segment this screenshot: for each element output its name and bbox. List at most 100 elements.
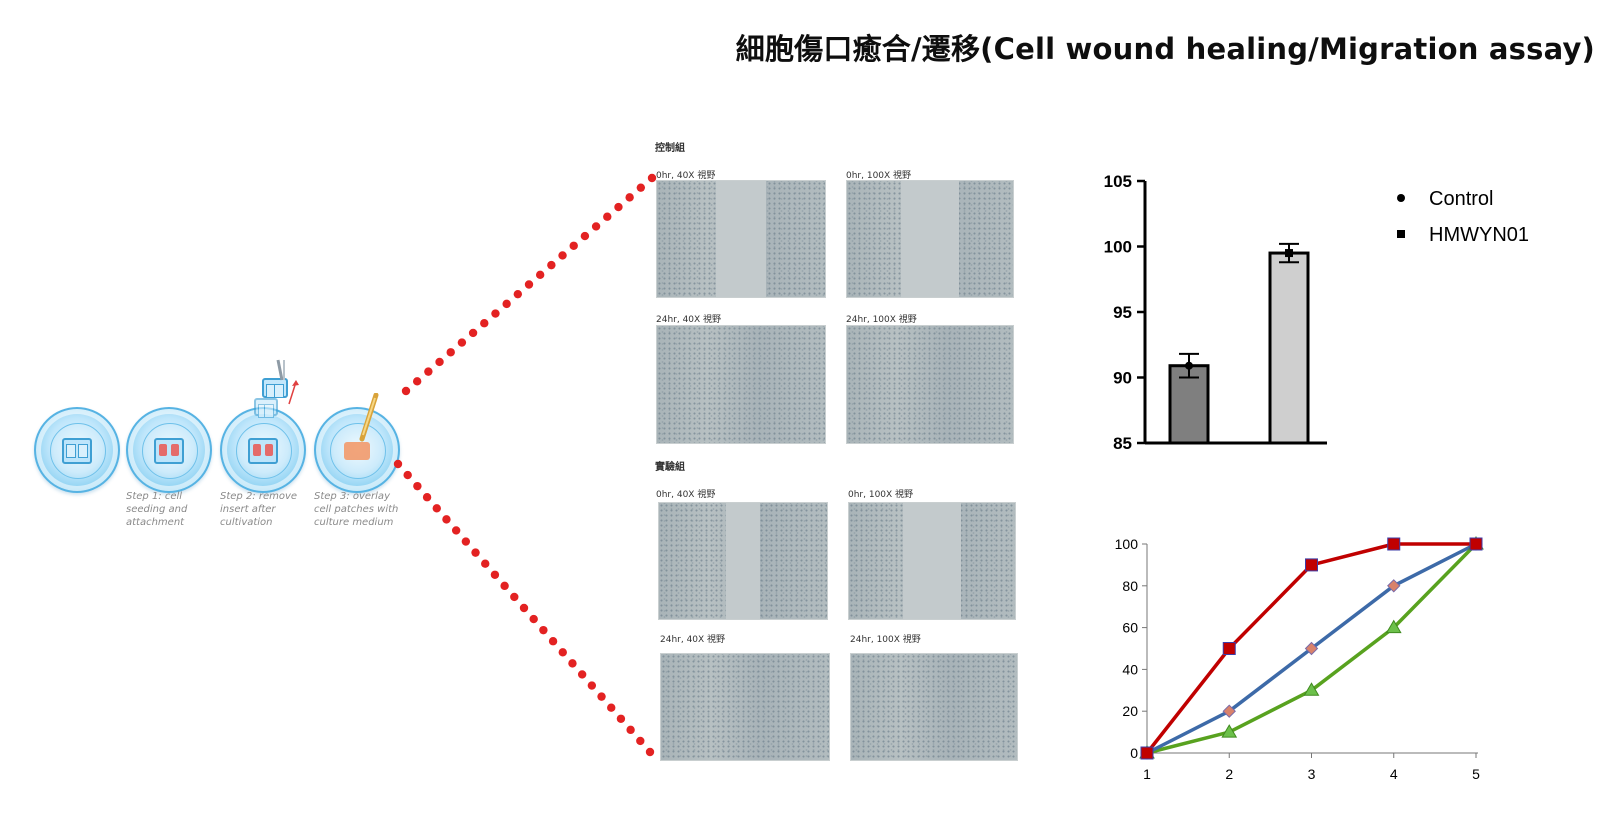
y-tick-label: 20 xyxy=(1122,703,1138,719)
tweezers-icon xyxy=(276,359,299,405)
pipette-icon xyxy=(359,393,379,442)
data-point xyxy=(1387,537,1401,551)
cell-patch xyxy=(344,442,370,460)
bar xyxy=(1268,251,1310,445)
culture-insert-seeded xyxy=(248,438,278,464)
micrograph-experiment-0hr-40x xyxy=(658,502,828,620)
image-label: 24hr, 40X 視野 xyxy=(660,635,726,645)
connector-dot xyxy=(432,504,441,513)
y-tick-label: 105 xyxy=(1104,172,1132,191)
data-point xyxy=(1469,537,1483,551)
wound-gap xyxy=(902,503,962,619)
connector-dot xyxy=(616,714,626,723)
connector-dot xyxy=(500,581,509,591)
x-tick-label: 4 xyxy=(1390,766,1398,782)
data-point xyxy=(1222,704,1236,718)
cell-texture xyxy=(847,326,1013,443)
connector-dot xyxy=(558,251,567,260)
y-tick-label: 80 xyxy=(1122,578,1138,594)
connector-dot xyxy=(481,559,490,568)
cell-texture xyxy=(851,654,1017,760)
legend-label: Control xyxy=(1429,188,1493,210)
step-caption: Step 2: remove insert after cultivation xyxy=(220,491,298,528)
wound-gap xyxy=(715,181,767,297)
connector-dot xyxy=(607,703,616,712)
data-point xyxy=(1304,641,1319,656)
connector-dot xyxy=(558,648,567,657)
connector-dot xyxy=(435,357,444,367)
image-label: 24hr, 100X 視野 xyxy=(850,635,921,645)
cell-texture xyxy=(661,654,829,760)
y-tick-label: 40 xyxy=(1122,661,1138,677)
data-point xyxy=(1305,558,1318,572)
data-point xyxy=(1385,619,1402,634)
connector-dot xyxy=(548,637,558,646)
culture-dish-2 xyxy=(220,407,306,493)
lifted-insert-ghost xyxy=(254,398,278,418)
legend-marker xyxy=(1397,230,1405,238)
connector-dot xyxy=(614,202,623,212)
connector-dot xyxy=(491,309,500,318)
connector-dot xyxy=(403,470,412,480)
connector-dot xyxy=(587,681,597,690)
step-caption: Step 3: overlay cell patches with cultur… xyxy=(314,491,399,528)
cell-texture xyxy=(657,326,825,443)
culture-insert xyxy=(62,438,92,464)
legend-label: HMWYN01 xyxy=(1429,224,1529,246)
x-tick-label: 2 xyxy=(1225,766,1233,782)
connector-dot xyxy=(446,348,455,357)
culture-insert-seeded xyxy=(154,438,184,464)
connector-dot xyxy=(529,614,538,624)
micrograph-experiment-24hr-100x xyxy=(850,653,1018,761)
connector-dot xyxy=(457,338,467,347)
experiment-group-label: 實驗組 xyxy=(655,462,685,473)
micrograph-control-0hr-40x xyxy=(656,180,826,298)
control-group-label: 控制組 xyxy=(655,143,685,154)
data-point xyxy=(1222,642,1236,655)
connector-dot xyxy=(513,289,523,299)
micrograph-experiment-0hr-100x xyxy=(848,502,1016,620)
micrograph-experiment-24hr-40x xyxy=(660,653,830,761)
connector-dot xyxy=(625,193,634,202)
data-point xyxy=(1221,724,1238,738)
x-tick-label: 5 xyxy=(1472,766,1480,782)
connector-dot xyxy=(539,625,548,635)
connector-dot xyxy=(442,515,451,524)
y-tick-label: 60 xyxy=(1122,620,1138,636)
culture-dish-1 xyxy=(126,407,212,493)
connector-dot xyxy=(413,481,422,491)
wound-gap xyxy=(900,181,960,297)
legend-marker xyxy=(1397,194,1405,202)
connector-dot xyxy=(647,173,657,183)
connector-dot xyxy=(626,725,635,735)
connector-dot xyxy=(490,570,500,579)
connector-dot xyxy=(393,459,403,469)
data-point xyxy=(1387,579,1401,593)
wound-gap xyxy=(726,503,760,619)
y-tick-label: 100 xyxy=(1115,536,1139,552)
page-title: 細胞傷口癒合/遷移(Cell wound healing/Migration a… xyxy=(735,32,1595,66)
image-label: 0hr, 100X 視野 xyxy=(846,171,912,181)
connector-dot xyxy=(645,747,655,757)
connector-dot xyxy=(424,367,433,376)
image-label: 0hr, 40X 視野 xyxy=(656,171,716,181)
culture-dish-0 xyxy=(34,407,120,493)
connector-dot xyxy=(451,526,461,535)
connector-dot xyxy=(591,222,601,231)
image-label: 24hr, 100X 視野 xyxy=(846,315,917,325)
connector-dot xyxy=(535,270,545,280)
lifted-insert xyxy=(262,378,288,398)
connector-dot xyxy=(636,736,645,746)
image-label: 24hr, 40X 視野 xyxy=(656,315,722,325)
micrograph-control-24hr-100x xyxy=(846,325,1014,444)
micrograph-control-0hr-100x xyxy=(846,180,1014,298)
connector-dot xyxy=(519,603,529,613)
micrograph-control-24hr-40x xyxy=(656,325,826,444)
connector-dot xyxy=(401,386,411,396)
connector-dot xyxy=(471,548,480,557)
data-point xyxy=(1285,249,1293,258)
connector-dot xyxy=(510,592,519,602)
connector-dot xyxy=(580,231,590,241)
